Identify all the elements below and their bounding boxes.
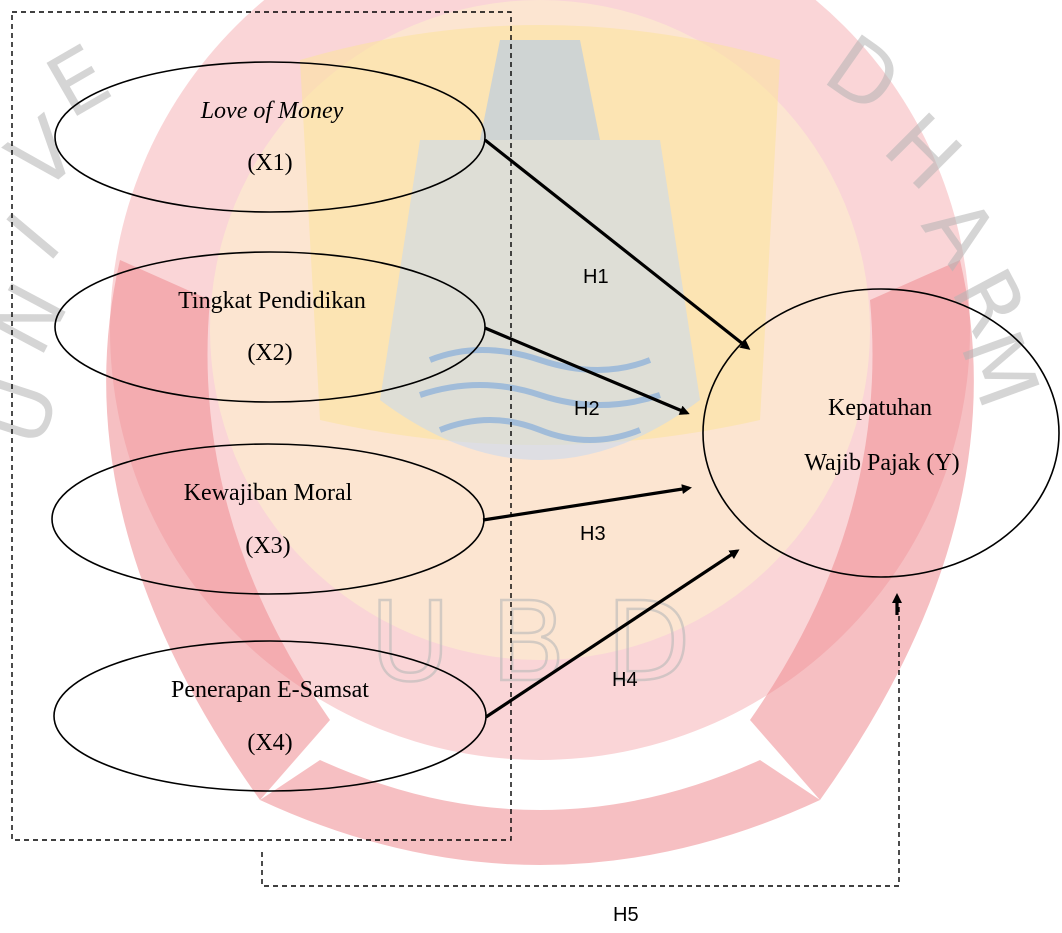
node-x2-code: (X2) <box>247 340 292 366</box>
node-x3-name: Kewajiban Moral <box>184 480 353 506</box>
logo-shield-inner <box>480 40 600 140</box>
logo-wave <box>419 382 661 408</box>
node-x2: Tingkat Pendidikan (X2) <box>54 251 486 403</box>
logo-wave <box>428 347 652 373</box>
label-h5: H5 <box>613 904 639 926</box>
logo-ring-letter: N <box>0 268 87 369</box>
node-x1-code: (X1) <box>247 150 292 176</box>
logo-shield <box>380 140 700 460</box>
node-y-line1: Kepatuhan <box>828 395 932 421</box>
arrow-h2 <box>484 326 690 415</box>
node-x1: Love of Money (X1) <box>54 61 486 213</box>
logo-bottom-petal <box>260 760 820 865</box>
label-h4: H4 <box>612 669 638 691</box>
logo-wave <box>438 417 642 443</box>
node-y-ellipse <box>702 288 1060 578</box>
arrow-h3 <box>482 484 692 522</box>
node-y-line2: Wajib Pajak (Y) <box>804 450 959 476</box>
node-x1-name: Love of Money <box>200 98 344 124</box>
node-x4: Penerapan E-Samsat (X4) <box>53 640 487 792</box>
independent-variables-group <box>11 11 512 841</box>
arrow-h1 <box>484 138 751 350</box>
logo-right-petal <box>750 260 974 800</box>
logo-left-petal <box>106 260 331 800</box>
node-y: Kepatuhan Wajib Pajak (Y) <box>702 288 1060 578</box>
path-h5 <box>261 600 900 887</box>
node-x2-name: Tingkat Pendidikan <box>178 288 366 314</box>
node-x2-ellipse <box>54 251 486 403</box>
label-h1: H1 <box>583 266 609 288</box>
label-h2: H2 <box>574 398 600 420</box>
logo-center-text: UBD <box>370 578 731 706</box>
label-h3: H3 <box>580 523 606 545</box>
node-x3-code: (X3) <box>245 533 290 559</box>
node-x1-ellipse <box>54 61 486 213</box>
arrow-h4 <box>485 549 740 719</box>
node-x4-name: Penerapan E-Samsat <box>171 677 369 703</box>
node-x4-code: (X4) <box>247 730 292 756</box>
